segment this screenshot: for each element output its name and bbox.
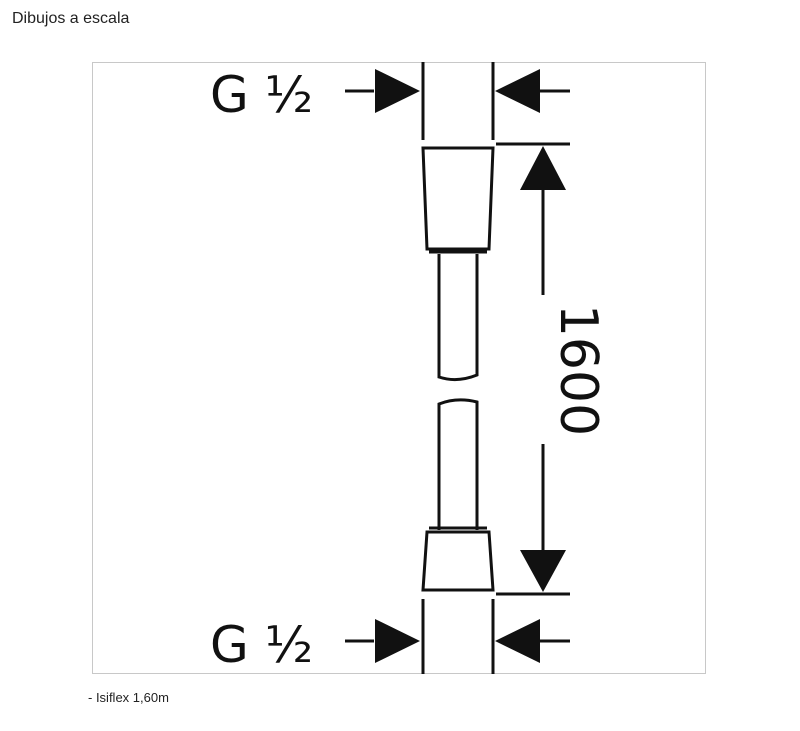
top-thread-label: G ½ (210, 66, 313, 124)
product-caption: - Isiflex 1,60m (88, 690, 169, 705)
length-top-arrowhead (520, 146, 566, 190)
bottom-right-arrowhead (495, 619, 540, 663)
top-fitting (421, 146, 495, 251)
shower-hose-drawing: G ½ G ½ 1600 (210, 62, 608, 674)
top-right-arrowhead (495, 69, 540, 113)
bottom-left-arrowhead (375, 619, 420, 663)
top-left-arrowhead (375, 69, 420, 113)
hose-upper-segment (437, 254, 479, 382)
bottom-fitting (421, 530, 495, 592)
technical-drawing-frame: G ½ G ½ 1600 (92, 62, 706, 674)
length-bottom-arrowhead (520, 550, 566, 592)
bottom-thread-label: G ½ (210, 616, 313, 674)
length-label: 1600 (548, 304, 608, 436)
hose-lower-segment (437, 398, 479, 530)
section-title: Dibujos a escala (12, 10, 130, 27)
